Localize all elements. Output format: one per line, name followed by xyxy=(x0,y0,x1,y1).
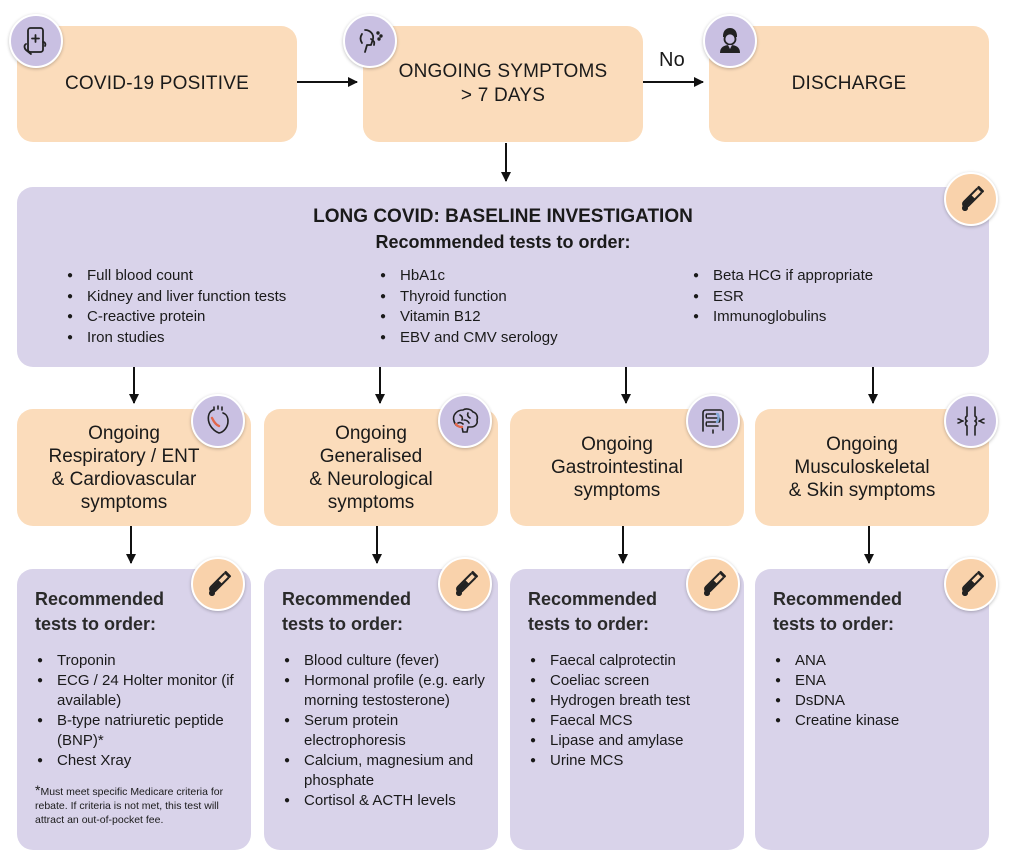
intestine-icon xyxy=(686,394,740,448)
baseline-investigation-panel: LONG COVID: BASELINE INVESTIGATION Recom… xyxy=(17,187,989,367)
list-item: Iron studies xyxy=(67,328,286,349)
test-tube-icon xyxy=(944,557,998,611)
category-line: & Neurological xyxy=(309,468,433,490)
list-item: C-reactive protein xyxy=(67,307,286,328)
no-branch-label: No xyxy=(659,49,685,71)
list-item: ECG / 24 Holter monitor (if available) xyxy=(37,671,243,711)
covid-positive-label: COVID-19 POSITIVE xyxy=(65,73,249,94)
list-item: Coeliac screen xyxy=(530,671,736,691)
list-item: Vitamin B12 xyxy=(380,307,558,328)
list-item: Immunoglobulins xyxy=(693,307,873,328)
recommended-list-2: Blood culture (fever) Hormonal profile (… xyxy=(284,651,490,811)
list-item: Faecal MCS xyxy=(530,711,736,731)
test-tube-icon xyxy=(686,557,740,611)
category-line: Ongoing xyxy=(335,422,407,444)
recommended-list-3: Faecal calprotectin Coeliac screen Hydro… xyxy=(530,651,736,771)
list-item: Chest Xray xyxy=(37,751,243,771)
baseline-list-3: Beta HCG if appropriate ESR Immunoglobul… xyxy=(693,266,873,328)
list-item: ENA xyxy=(775,671,981,691)
brain-icon xyxy=(438,394,492,448)
test-tube-icon xyxy=(944,172,998,226)
list-item: Cortisol & ACTH levels xyxy=(284,791,490,811)
list-item: EBV and CMV serology xyxy=(380,328,558,349)
covid-positive-box: COVID-19 POSITIVE xyxy=(17,26,297,142)
joint-icon xyxy=(944,394,998,448)
list-item: Faecal calprotectin xyxy=(530,651,736,671)
doctor-icon xyxy=(703,14,757,68)
list-item: Hydrogen breath test xyxy=(530,691,736,711)
category-line: Generalised xyxy=(319,445,423,467)
list-item: Urine MCS xyxy=(530,751,736,771)
coughing-person-icon xyxy=(343,14,397,68)
list-item: Lipase and amylase xyxy=(530,731,736,751)
baseline-title: LONG COVID: BASELINE INVESTIGATION xyxy=(313,206,693,227)
list-item: HbA1c xyxy=(380,266,558,287)
baseline-list-2: HbA1c Thyroid function Vitamin B12 EBV a… xyxy=(380,266,558,348)
category-line: Ongoing xyxy=(581,434,653,455)
category-line: & Skin symptoms xyxy=(788,480,936,501)
category-line: Gastrointestinal xyxy=(550,457,683,478)
test-tube-icon xyxy=(438,557,492,611)
ongoing-symptoms-box: ONGOING SYMPTOMS > 7 DAYS xyxy=(363,26,643,142)
phone-medical-icon xyxy=(9,14,63,68)
list-item: ESR xyxy=(693,287,873,308)
list-item: Blood culture (fever) xyxy=(284,651,490,671)
list-item: Creatine kinase xyxy=(775,711,981,731)
list-item: Troponin xyxy=(37,651,243,671)
test-tube-icon xyxy=(191,557,245,611)
category-line: Musculoskeletal xyxy=(794,457,930,478)
list-item: Calcium, magnesium and phosphate xyxy=(284,751,490,791)
category-line: symptoms xyxy=(327,491,415,513)
heart-icon xyxy=(191,394,245,448)
discharge-box: DISCHARGE xyxy=(709,26,989,142)
list-item: DsDNA xyxy=(775,691,981,711)
list-item: Serum protein electrophoresis xyxy=(284,711,490,751)
list-item: Hormonal profile (e.g. early morning tes… xyxy=(284,671,490,711)
list-item: Full blood count xyxy=(67,266,286,287)
baseline-subtitle: Recommended tests to order: xyxy=(375,232,631,252)
list-item: Thyroid function xyxy=(380,287,558,308)
category-line: Ongoing xyxy=(826,434,898,455)
category-line: Ongoing xyxy=(88,422,160,444)
category-line: symptoms xyxy=(80,491,168,513)
list-item: Beta HCG if appropriate xyxy=(693,266,873,287)
category-box-respiratory: Ongoing Respiratory / ENT & Cardiovascul… xyxy=(17,409,251,526)
category-line: & Cardiovascular xyxy=(51,468,197,490)
list-item: Kidney and liver function tests xyxy=(67,287,286,308)
ongoing-symptoms-line2: > 7 DAYS xyxy=(460,85,546,106)
ongoing-symptoms-line1: ONGOING SYMPTOMS xyxy=(398,61,608,82)
list-item: ANA xyxy=(775,651,981,671)
discharge-label: DISCHARGE xyxy=(791,73,907,94)
baseline-list-1: Full blood count Kidney and liver functi… xyxy=(67,266,286,348)
recommended-list-4: ANA ENA DsDNA Creatine kinase xyxy=(775,651,981,731)
category-line: Respiratory / ENT xyxy=(48,445,200,467)
list-item: B-type natriuretic peptide (BNP)* xyxy=(37,711,243,751)
footnote: *Must meet specific Medicare criteria fo… xyxy=(35,782,224,826)
recommended-list-1: Troponin ECG / 24 Holter monitor (if ava… xyxy=(37,651,243,771)
category-line: symptoms xyxy=(573,480,661,501)
